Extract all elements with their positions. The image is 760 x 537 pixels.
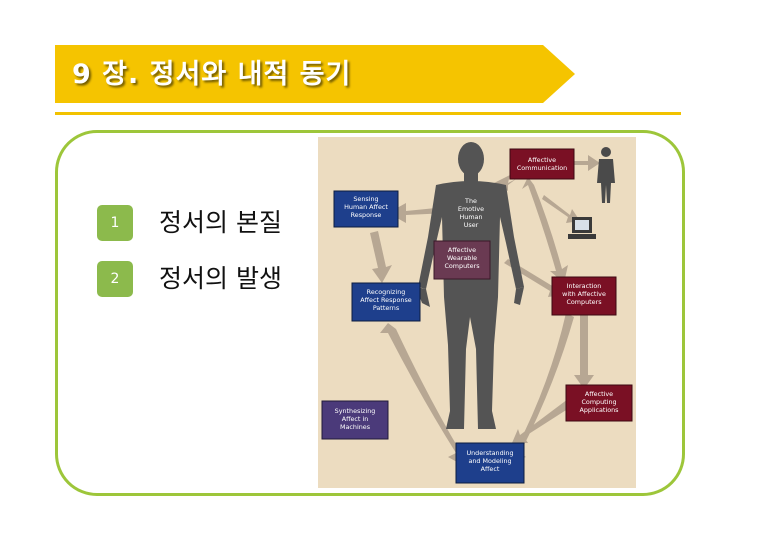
list-item-label: 정서의 본질 [159,208,282,237]
box-label-line: Computers [566,298,602,306]
box-label-line: Affective [585,390,613,398]
arrow-user-to-communication [494,175,516,191]
box-label-line: Sensing [353,195,378,203]
title-underline [55,112,681,115]
arrow-applications-understanding [512,399,574,443]
number-badge: 2 [97,261,133,297]
box-label-line: Communication [517,164,567,172]
box-label-line: Affective [448,246,476,254]
center-label-line: Human [459,213,482,221]
slide-title: 9 장. 정서와 내적 동기 [72,59,352,90]
center-label-line: The [464,197,477,205]
center-label: The Emotive Human User [458,197,484,229]
arrow-recognizing-understanding [380,323,468,467]
box-wearable: Affective Wearable Computers [433,240,491,280]
arrow-communication-computer [542,195,580,223]
arrow-to-sensing [388,203,448,223]
box-applications: Affective Computing Applications [565,384,633,422]
box-label-line: and Modeling [468,457,511,465]
box-label-line: Computing [581,398,616,406]
number-badge: 1 [97,205,133,241]
box-label-line: Interaction [567,282,602,290]
title-banner [55,45,575,103]
box-label-line: Affect [481,465,500,473]
box-label-line: Human Affect [344,203,388,211]
box-label-line: Wearable [447,254,477,262]
box-label-line: Synthesizing [335,407,376,415]
content-frame [55,130,685,496]
list-item-label: 정서의 발생 [159,264,282,293]
arrow-communication-interaction [522,177,568,283]
box-label-line: Response [351,211,382,219]
computer-icon [568,217,596,239]
arrow-interaction-applications [574,301,594,389]
box-sensing: Sensing Human Affect Response [333,190,399,228]
center-label-line: Emotive [458,205,484,213]
arrow-communication-person [574,155,600,171]
arrow-sensing-to-recognizing [370,231,392,283]
box-label-line: Understanding [466,449,513,457]
person-icon [597,147,615,203]
box-label-line: Affective [528,156,556,164]
box-affective-communication: Affective Communication [509,148,575,180]
box-label-line: Patterns [373,304,400,312]
box-label-line: Applications [579,406,619,414]
arrow-interaction-understanding [510,313,574,463]
box-label-line: with Affective [562,290,606,298]
affective-computing-diagram: The Emotive Human User Sensing Human Aff… [318,137,636,488]
box-label-line: Computers [444,262,480,270]
box-label-line: Affect in [342,415,369,423]
box-label-line: Affect Response [360,296,412,304]
box-label-line: Recognizing [367,288,406,296]
box-synthesizing: Synthesizing Affect in Machines [321,400,389,440]
box-recognizing: Recognizing Affect Response Patterns [351,282,421,322]
box-understanding: Understanding and Modeling Affect [455,442,525,484]
box-label-line: Machines [340,423,371,431]
box-interaction: Interaction with Affective Computers [551,276,617,316]
center-label-line: User [464,221,479,229]
